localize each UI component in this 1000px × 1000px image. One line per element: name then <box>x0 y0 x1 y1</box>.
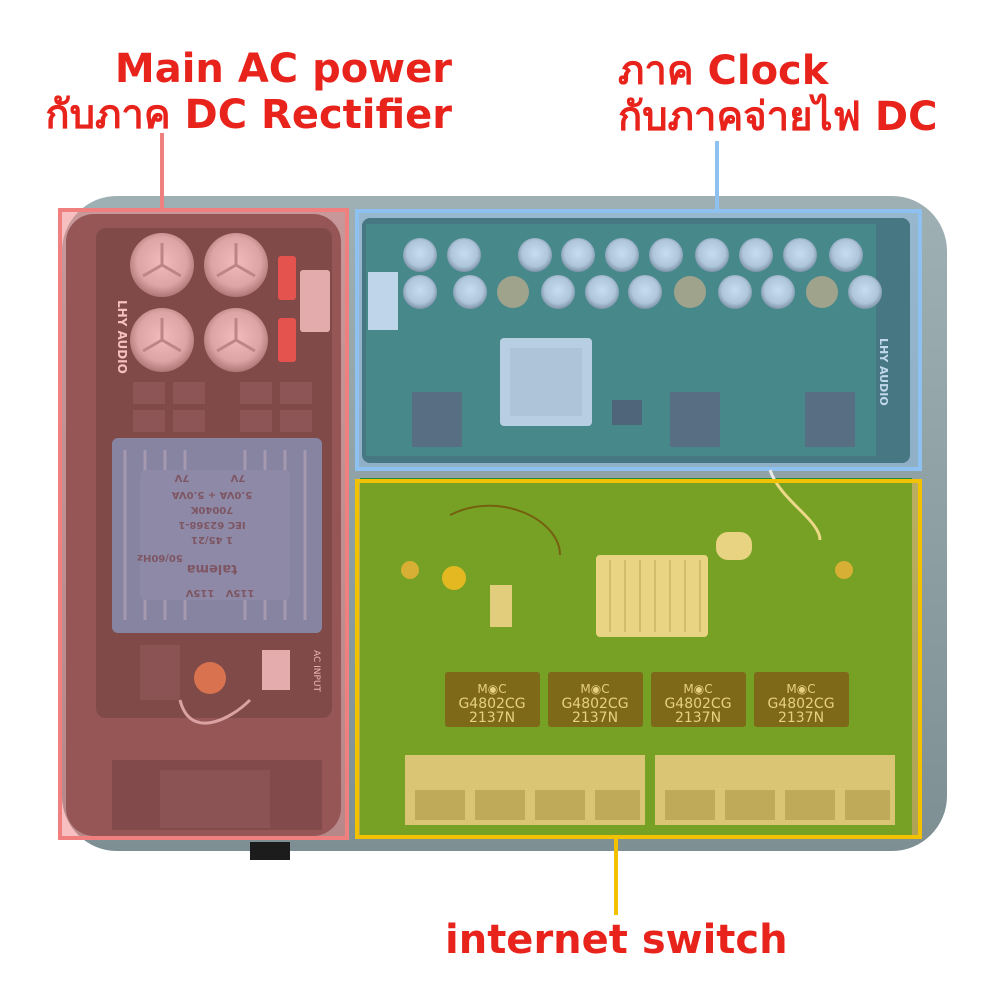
chip-brand-4: M◉C <box>786 682 815 696</box>
chip-code-1: 2137N <box>469 710 515 726</box>
chip-code-4: 2137N <box>778 710 824 726</box>
switch-callout: internet switch <box>445 917 788 963</box>
magnetics-chips: M◉C M◉C M◉C M◉C G4802CG G4802CG G4802CG … <box>445 672 849 727</box>
brand-text-right: LHY AUDIO <box>877 338 890 406</box>
chip-brand-1: M◉C <box>477 682 506 696</box>
ac-power-callout-line2: กับภาค DC Rectifier <box>45 92 452 138</box>
switch-highlight-box <box>355 479 922 839</box>
clock-capacitors <box>403 238 882 309</box>
chip-code-2: 2137N <box>572 710 618 726</box>
ac-power-callout-line1: Main AC power <box>114 46 452 92</box>
clock-callout: ภาค Clock กับภาคจ่ายไฟ DC <box>618 48 937 140</box>
chip-label-4: G4802CG <box>767 696 834 712</box>
switch-callout-line1: internet switch <box>445 917 788 963</box>
ac-power-highlight-box <box>58 208 349 840</box>
rj45-ports <box>405 755 895 825</box>
ac-power-callout: Main AC power กับภาค DC Rectifier <box>45 46 452 138</box>
clock-callout-line1: ภาค Clock <box>618 48 829 94</box>
clock-callout-line2: กับภาคจ่ายไฟ DC <box>618 94 938 140</box>
chip-label-2: G4802CG <box>561 696 628 712</box>
chassis-foot <box>250 842 290 860</box>
switch-section: M◉C M◉C M◉C M◉C G4802CG G4802CG G4802CG … <box>355 469 922 839</box>
chip-label-3: G4802CG <box>664 696 731 712</box>
chip-brand-2: M◉C <box>580 682 609 696</box>
ac-power-section: LHY AUDIO 7V 7V 5.0VA + 5.0VA 70040K IEC… <box>58 208 349 840</box>
clock-highlight-box <box>355 209 922 471</box>
chip-label-1: G4802CG <box>458 696 525 712</box>
chip-code-3: 2137N <box>675 710 721 726</box>
clock-section: LHY AUDIO <box>355 209 922 471</box>
chip-brand-3: M◉C <box>683 682 712 696</box>
